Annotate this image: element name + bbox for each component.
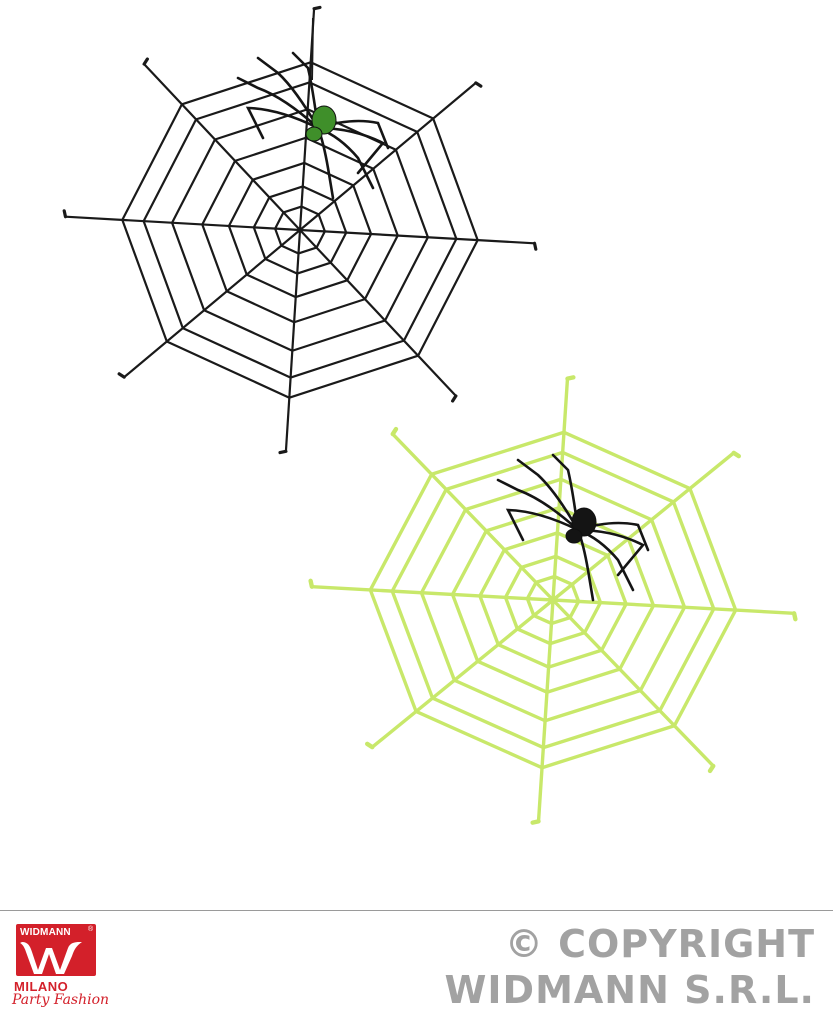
web-hook [565,375,576,381]
web-hook [731,450,741,459]
web-ring [142,81,458,379]
web-spoke [143,62,302,232]
logo-tagline-text: Party Fashion [12,992,110,1008]
web-ring [274,205,326,255]
web-hook [390,426,399,437]
web-ring [368,430,738,770]
web-ring [525,574,581,626]
web-ring [390,450,716,750]
web-spoke [298,228,457,398]
web-hook [365,741,375,750]
web-ring [170,108,430,352]
logo-w-mark-icon [20,942,82,974]
registered-mark: ® [88,926,94,933]
copyright-line-2: WIDMANN S.R.L. [444,967,815,1012]
footer-divider [0,910,833,911]
web-spoke [536,598,555,824]
web-spoke [551,376,570,602]
web-spoke [391,432,555,602]
web-spoke [284,228,302,453]
spider-icon [496,453,650,602]
web-spoke [123,228,302,379]
web-hook [451,394,458,403]
web-ring [419,477,687,723]
web-spoke [551,451,736,602]
web-hook [142,57,149,66]
web-ring [121,61,479,399]
web-hook [278,449,288,455]
web-hook [308,578,315,589]
web-hook [117,372,126,379]
product-photo [62,5,798,825]
logo-brand-text: WIDMANN [20,927,71,938]
spider-icon [236,51,390,200]
widmann-logo: WIDMANN ® MILANO Party Fashion [10,924,120,1016]
web-ring [227,161,373,299]
web-hook [532,241,538,251]
web-hook [62,209,68,219]
copyright-notice: © COPYRIGHT WIDMANN S.R.L. [444,922,815,1013]
logo-city-text: MILANO [14,979,69,994]
web-spoke [298,228,536,245]
yellow-green-spider-web [308,375,798,825]
web-spoke [551,598,715,768]
web-ring [478,531,628,669]
web-ring [503,554,603,646]
black-spider-web [62,5,538,455]
web-spoke [64,215,302,232]
web-ring [201,136,399,324]
web-ring [252,185,348,275]
web-hook [474,81,483,88]
web-hook [530,819,541,825]
web-hook [312,5,322,11]
web-spoke [551,598,796,615]
web-spoke [370,598,555,749]
web-hook [791,611,798,622]
web-spoke [310,585,555,602]
web-hook [707,763,716,774]
web-ring [450,506,656,694]
web-spoke [298,81,477,232]
copyright-line-1: © COPYRIGHT [504,922,815,966]
